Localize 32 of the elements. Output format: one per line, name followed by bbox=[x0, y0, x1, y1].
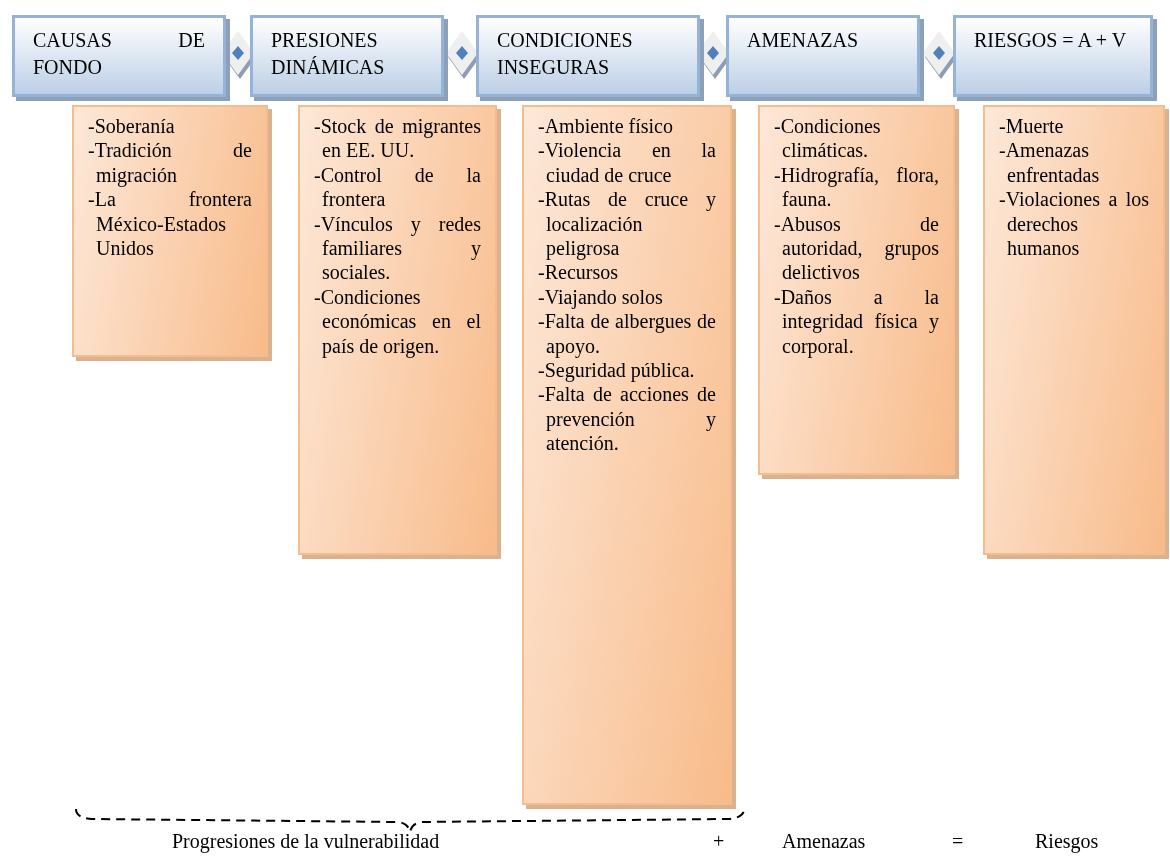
formula-term: Amenazas bbox=[782, 830, 866, 853]
list-item: -Vínculos y redes familiares y sociales. bbox=[314, 211, 481, 285]
list-item: -Amenazas enfrentadas bbox=[999, 138, 1101, 188]
list-item: -Hidrografía, flora, fauna. bbox=[774, 162, 939, 212]
list-item: -Condiciones climáticas. bbox=[774, 114, 882, 163]
header-text: CONDICIONES INSEGURAS bbox=[497, 28, 634, 80]
list-item: -Seguridad pública. bbox=[538, 358, 696, 383]
list-item: -Soberanía bbox=[88, 114, 176, 139]
list-item: -Tradición de migración bbox=[88, 138, 252, 188]
list-item: -Muerte bbox=[999, 114, 1065, 139]
list-item: -Abusos de autoridad, grupos delictivos bbox=[774, 211, 939, 285]
list-item: -Ambiente físico bbox=[538, 114, 674, 139]
list-item: -Control de la frontera bbox=[314, 162, 481, 212]
list-item: -Condiciones económicas en el país de origen. bbox=[314, 284, 481, 359]
list-item: -Falta de albergues de apoyo. bbox=[538, 309, 716, 359]
list-item: -Recursos bbox=[538, 260, 619, 285]
header-text: CAUSAS DE FONDO bbox=[33, 28, 205, 80]
operator-symbol: = bbox=[952, 830, 964, 853]
operator-symbol: + bbox=[713, 830, 725, 853]
formula-term: Progresiones de la vulnerabilidad bbox=[172, 830, 440, 853]
header-text: RIESGOS = A + V bbox=[974, 28, 1128, 53]
list-item: -Violencia en la ciudad de cruce bbox=[538, 138, 716, 188]
list-item: -Falta de acciones de prevención y atención. bbox=[538, 382, 716, 456]
header-text: PRESIONES DINÁMICAS bbox=[271, 28, 386, 80]
formula-term: Riesgos bbox=[1035, 830, 1099, 853]
list-item: -Daños a la integridad física y corporal. bbox=[774, 284, 939, 359]
list-item: -Rutas de cruce y localización peligrosa bbox=[538, 187, 716, 261]
list-item: -La frontera México-Estados Unidos bbox=[88, 187, 252, 261]
header-text: AMENAZAS bbox=[747, 28, 860, 53]
list-item: -Viajando solos bbox=[538, 284, 664, 310]
list-item: -Violaciones a los derechos humanos bbox=[999, 187, 1149, 261]
list-item: -Stock de migrantes en EE. UU. bbox=[314, 114, 481, 163]
